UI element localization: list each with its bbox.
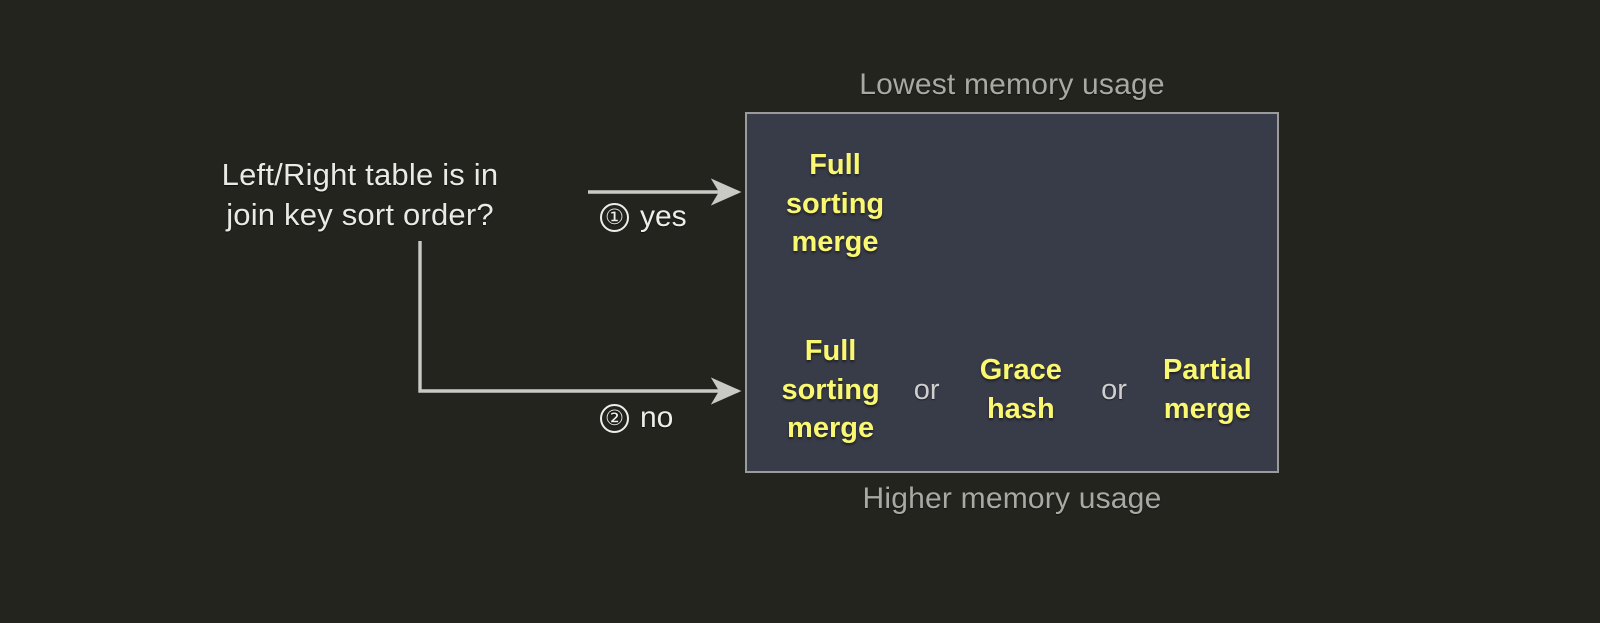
outcome-line-1: Grace [979,354,1062,387]
outcome-line-3: merge [787,412,875,445]
outcome-line-3: merge [791,226,879,259]
branch-label-yes: ① yes [600,200,687,234]
branch-label-no: ② no [600,401,673,435]
outcome-separator-1: or [913,373,940,406]
outcome-line-1: Partial [1162,354,1252,387]
outcome-grace-hash: Grace hash [951,351,1090,428]
branch-marker-2: ② [600,403,629,433]
outcome-line-2: sorting [785,187,885,220]
outcome-row-unsorted: Full sorting merge or Grace hash or Part… [747,320,1277,460]
outcome-full-sorting-merge-sorted: Full sorting merge [759,146,911,262]
outcome-row-sorted: Full sorting merge [747,134,1277,274]
outcome-line-2: merge [1163,393,1251,425]
decision-question: Left/Right table is in join key sort ord… [150,155,570,234]
branch-arrow-no [418,241,742,405]
outcome-line-2: hash [986,393,1055,425]
branch-text-2: no [640,401,674,434]
outcome-full-sorting-merge-unsorted: Full sorting merge [759,332,902,448]
caption-higher-memory: Higher memory usage [862,482,1162,515]
caption-lowest-memory: Lowest memory usage [859,68,1165,101]
outcome-panel: Full sorting merge Full sorting merge or… [745,112,1279,473]
outcome-separator-2: or [1101,373,1127,406]
branch-text-1: yes [640,200,687,233]
decision-question-line-1: Left/Right table is in [221,157,499,192]
outcome-line-1: Full [804,335,857,368]
decision-question-line-2: join key sort order? [226,196,494,232]
outcome-partial-merge: Partial merge [1138,351,1277,428]
outcome-line-2: sorting [781,373,880,406]
branch-marker-1: ① [600,202,629,232]
outcome-line-1: Full [809,149,861,182]
